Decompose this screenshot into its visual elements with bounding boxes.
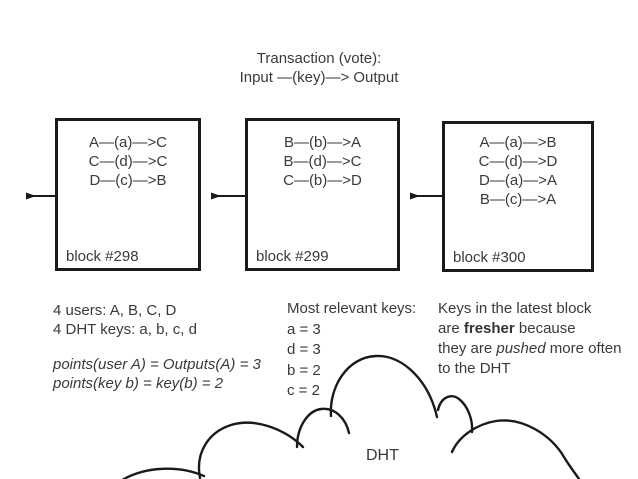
relevant-key-item: d = 3 [287, 341, 321, 358]
block-299: B—(b)—>A B—(d)—>C C—(b)—>D block #299 [245, 118, 400, 271]
dht-cloud-label: DHT [366, 447, 399, 464]
transaction: C—(d)—>D [478, 153, 558, 170]
relevant-key-item: a = 3 [287, 320, 321, 338]
block-298: A—(a)—>C C—(d)—>C D—(c)—>B block #298 [55, 118, 201, 271]
freshness-line-3-pre: they are [438, 340, 497, 357]
freshness-line-2-post: because [514, 320, 576, 337]
dht-keys-line: 4 DHT keys: a, b, c, d [53, 321, 197, 338]
transaction: C—(b)—>D [283, 172, 362, 189]
title-line-1: Transaction (vote): [256, 50, 382, 67]
users-line: 4 users: A, B, C, D [53, 302, 177, 319]
block-label: block #299 [256, 248, 329, 265]
relevant-keys-heading: Most relevant keys: [287, 300, 417, 317]
points-user-line: points(user A) = Outputs(A) = 3 [53, 356, 261, 373]
users-keys-note: 4 users: A, B, C, D 4 DHT keys: a, b, c,… [53, 301, 197, 339]
transaction-list: A—(a)—>B C—(d)—>D D—(a)—>A B—(c)—>A [445, 124, 591, 209]
transaction: D—(a)—>A [479, 172, 557, 189]
transaction: B—(d)—>C [283, 153, 362, 170]
freshness-line-3-post: more often [545, 340, 622, 357]
points-formula-note: points(user A) = Outputs(A) = 3 points(k… [53, 355, 261, 393]
points-key-line: points(key b) = key(b) = 2 [53, 375, 224, 392]
freshness-line-2-pre: are [438, 320, 464, 337]
freshness-note: Keys in the latest block are fresher bec… [438, 299, 621, 379]
title-line-2: Input —(key)—> Output [239, 69, 399, 86]
transaction-list: A—(a)—>C C—(d)—>C D—(c)—>B [58, 121, 198, 190]
block-label: block #300 [453, 249, 526, 266]
transaction: A—(a)—>B [479, 134, 557, 151]
relevant-key-item: b = 2 [287, 361, 321, 379]
freshness-line-1: Keys in the latest block [438, 300, 592, 317]
transaction: A—(a)—>C [89, 134, 167, 151]
freshness-word-pushed: pushed [496, 340, 546, 357]
relevant-keys-list: a = 3 d = 3 b = 2 c = 2 [287, 320, 416, 402]
transaction: D—(c)—>B [89, 172, 167, 189]
freshness-line-2: are fresher because [438, 319, 621, 339]
slide-title: Transaction (vote): Input —(key)—> Outpu… [0, 49, 638, 87]
transaction: B—(b)—>A [283, 134, 362, 151]
transaction-list: B—(b)—>A B—(d)—>C C—(b)—>D [248, 121, 397, 190]
freshness-line-4: to the DHT [438, 360, 511, 377]
block-300: A—(a)—>B C—(d)—>D D—(a)—>A B—(c)—>A block #… [442, 121, 594, 272]
block-label: block #298 [66, 248, 139, 265]
transaction: C—(d)—>C [88, 153, 168, 170]
transaction: B—(c)—>A [479, 191, 557, 208]
relevant-keys-note: Most relevant keys: a = 3 d = 3 b = 2 c = 2 [287, 299, 416, 402]
relevant-key-item: c = 2 [287, 382, 320, 399]
freshness-word-fresher: fresher [463, 320, 515, 337]
freshness-line-3: they are pushed more often [438, 339, 621, 359]
